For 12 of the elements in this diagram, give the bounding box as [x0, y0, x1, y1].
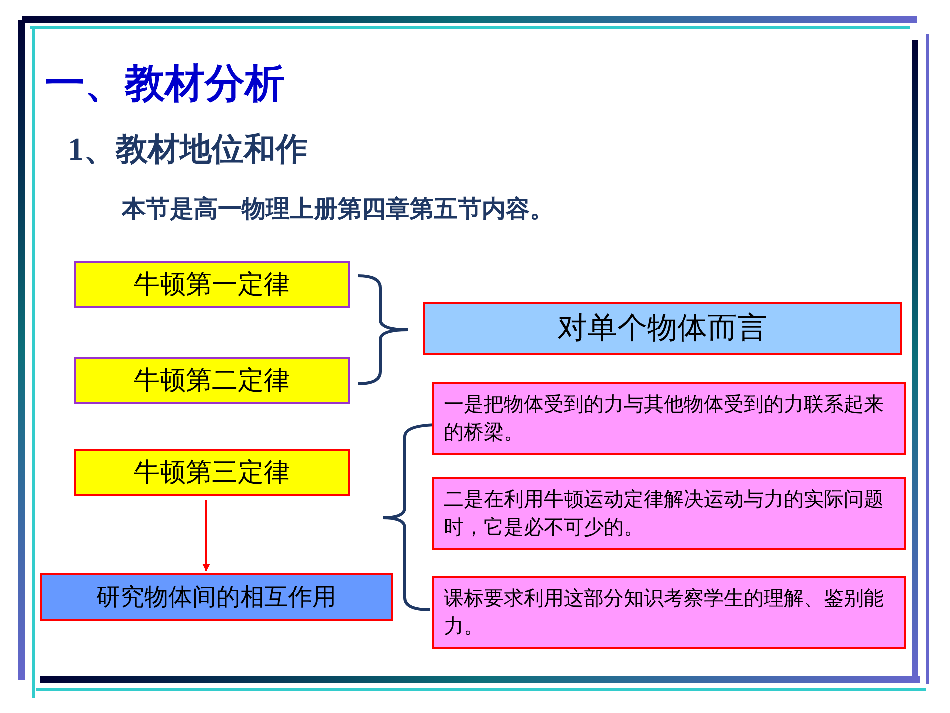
section-heading: 1、教材地位和作	[68, 130, 308, 169]
text-box: 课标要求利用这部分知识考察学生的理解、鉴别能力。	[432, 576, 906, 649]
arrow	[202, 500, 210, 572]
slide-title: 一、教材分析	[45, 60, 285, 108]
text-box: 一是把物体受到的力与其他物体受到的力联系起来的桥梁。	[432, 382, 906, 455]
text-box: 牛顿第二定律	[74, 357, 350, 404]
text-box: 二是在利用牛顿运动定律解决运动与力的实际问题时，它是必不可少的。	[432, 477, 906, 550]
text-box: 牛顿第三定律	[74, 449, 350, 496]
text-box: 牛顿第一定律	[74, 261, 350, 308]
text-box: 研究物体间的相互作用	[40, 573, 393, 621]
text-box: 对单个物体而言	[423, 302, 902, 355]
description-text: 本节是高一物理上册第四章第五节内容。	[122, 195, 554, 225]
